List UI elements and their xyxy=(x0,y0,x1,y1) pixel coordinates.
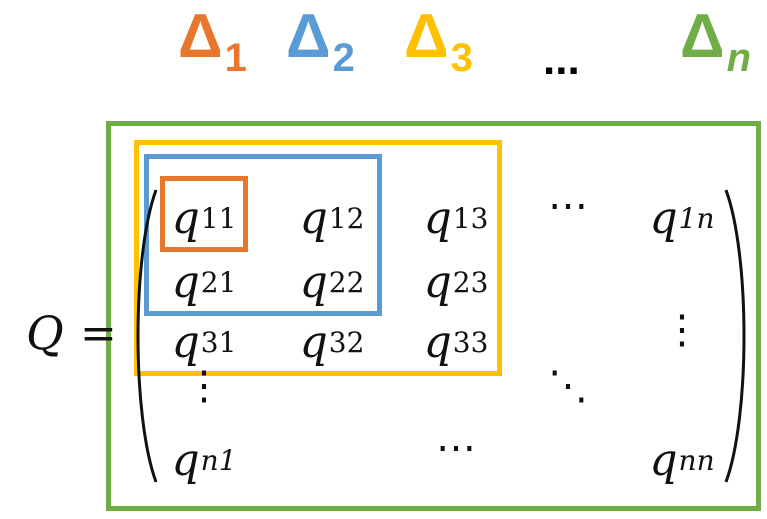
right-parenthesis xyxy=(724,189,746,483)
delta-1-label: Δ1 xyxy=(178,6,247,80)
matrix-entry-index: n1 xyxy=(200,443,237,477)
equals-sign: = xyxy=(80,308,117,359)
matrix-ellipsis: ⋯ xyxy=(401,425,511,490)
matrix-entry-index: 1n xyxy=(678,201,715,235)
matrix-entry-index: 31 xyxy=(200,325,237,359)
matrix-entry-base: q xyxy=(171,434,200,486)
matrix-ellipsis-glyph: ⋱ xyxy=(548,363,588,409)
matrix-entry-base: q xyxy=(649,434,678,486)
matrix-entry-index: 21 xyxy=(200,265,237,299)
matrix-entry-index: 33 xyxy=(452,325,489,359)
delta-1-symbol: Δ xyxy=(178,2,223,71)
matrix-entry-base: q xyxy=(423,316,452,368)
delta-n-subscript: n xyxy=(726,36,751,80)
matrix-entry-base: q xyxy=(299,256,328,308)
minor-box-1 xyxy=(160,176,248,252)
matrix-entry-index: 22 xyxy=(328,265,365,299)
matrix-ellipsis-glyph: ⋯ xyxy=(548,183,588,229)
matrix-ellipsis: ⋮ xyxy=(149,363,259,428)
matrix-entry-base: q xyxy=(171,256,200,308)
matrix-entry-base: q xyxy=(423,256,452,308)
header-ellipsis: ... xyxy=(543,35,580,84)
matrix-entry-index: 11 xyxy=(200,201,237,235)
matrix-entry-index: 12 xyxy=(328,201,365,235)
delta-n-label: Δn xyxy=(680,6,751,80)
matrix-entry-base: q xyxy=(649,192,678,244)
matrix-ellipsis-glyph: ⋮ xyxy=(662,307,702,353)
delta-2-symbol: Δ xyxy=(286,2,331,71)
matrix-entry-base: q xyxy=(171,192,200,244)
matrix-entry-base: q xyxy=(423,192,452,244)
matrix-entry-base: q xyxy=(299,316,328,368)
delta-3-subscript: 3 xyxy=(450,36,473,80)
matrix-entry-index: nn xyxy=(678,443,715,477)
delta-1-subscript: 1 xyxy=(224,36,247,80)
matrix-entry-index: 32 xyxy=(328,325,365,359)
matrix-entry-index: 23 xyxy=(452,265,489,299)
delta-2-label: Δ2 xyxy=(286,6,355,80)
delta-2-subscript: 2 xyxy=(332,36,355,80)
delta-3-symbol: Δ xyxy=(404,2,449,71)
matrix-entry-index: 13 xyxy=(452,201,489,235)
matrix-ellipsis: ⋯ xyxy=(513,183,623,248)
matrix-name: Q xyxy=(26,306,64,360)
matrix-ellipsis: ⋮ xyxy=(627,307,737,372)
minor-box-n xyxy=(106,121,761,511)
matrix-entry-base: q xyxy=(171,316,200,368)
delta-n-symbol: Δ xyxy=(680,2,725,71)
minor-box-3 xyxy=(134,140,502,376)
matrix-ellipsis-glyph: ⋯ xyxy=(436,425,476,471)
delta-3-label: Δ3 xyxy=(404,6,473,80)
matrix-entry-base: q xyxy=(299,192,328,244)
matrix-ellipsis: ⋱ xyxy=(513,363,623,428)
left-parenthesis xyxy=(136,189,158,483)
matrix-ellipsis-glyph: ⋮ xyxy=(184,363,224,409)
